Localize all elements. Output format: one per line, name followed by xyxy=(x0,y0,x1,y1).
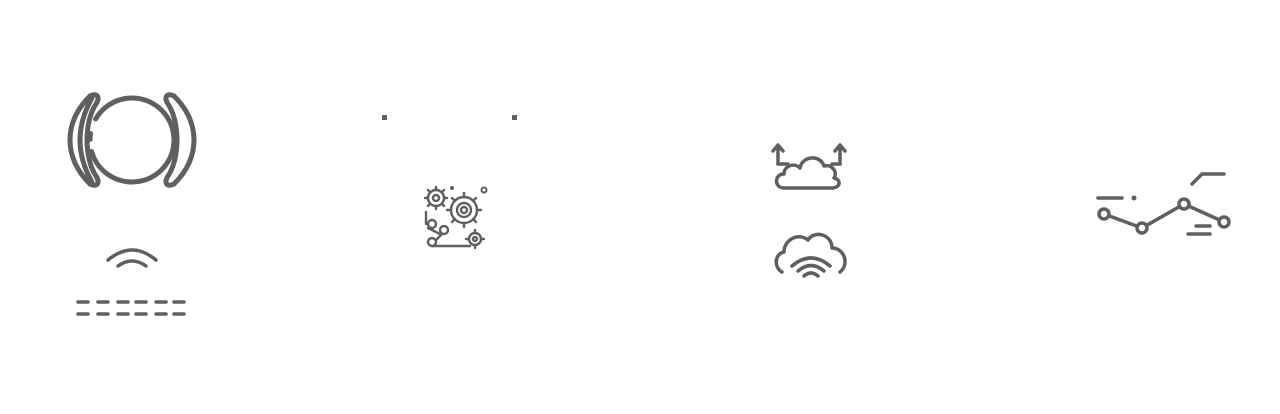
cloud-upload-icon xyxy=(770,140,850,194)
gear-machinery-icon xyxy=(420,184,490,252)
wireless-keyboard-icon xyxy=(74,240,190,322)
cloud-wifi-icon xyxy=(772,228,850,280)
marker-dot-left xyxy=(382,115,387,120)
brake-warning-icon xyxy=(62,90,202,190)
marker-dot-right xyxy=(512,115,517,120)
line-chart-icon xyxy=(1092,168,1238,238)
